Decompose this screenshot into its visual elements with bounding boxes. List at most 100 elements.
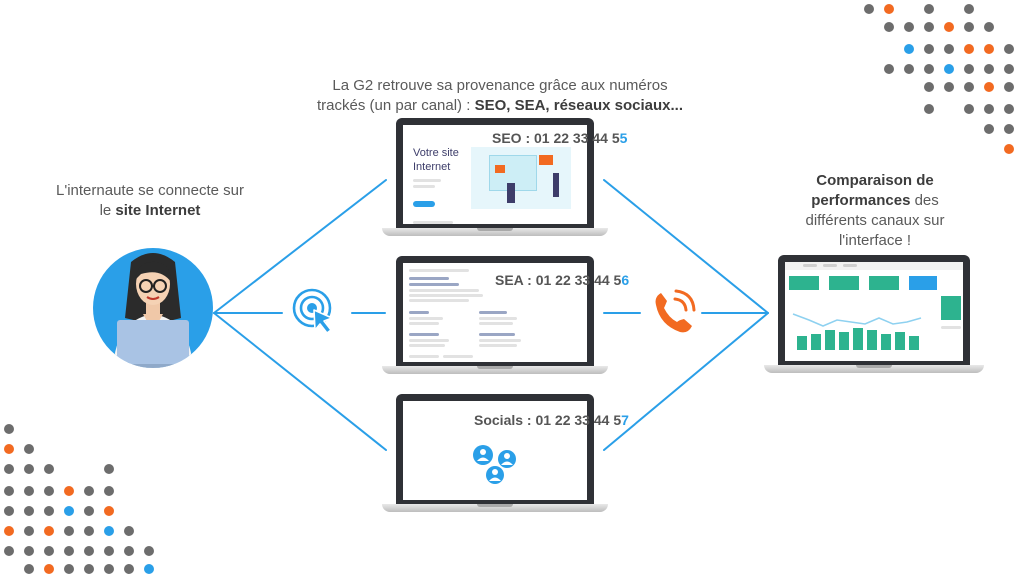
- decorative-dot: [124, 526, 134, 536]
- decorative-dot: [44, 564, 54, 574]
- decorative-dot: [4, 526, 14, 536]
- seo-screen: Votre site Internet: [403, 125, 587, 224]
- decorative-dot: [4, 424, 14, 434]
- decorative-dot: [124, 564, 134, 574]
- decorative-dot: [24, 444, 34, 454]
- decorative-dot: [884, 4, 894, 14]
- decorative-dot: [44, 526, 54, 536]
- decorative-dot: [64, 506, 74, 516]
- decorative-dot: [924, 104, 934, 114]
- decorative-dot: [984, 44, 994, 54]
- line-left-bottom: [213, 312, 387, 451]
- decorative-dot: [864, 4, 874, 14]
- phone-ringing-icon: [655, 289, 696, 333]
- decorative-dot: [84, 506, 94, 516]
- decorative-dot: [964, 82, 974, 92]
- line-right-bottom: [603, 312, 769, 451]
- decorative-dot: [104, 506, 114, 516]
- sea-screen: [403, 263, 587, 362]
- decorative-dot: [944, 64, 954, 74]
- decorative-dot: [144, 564, 154, 574]
- decorative-dot: [84, 564, 94, 574]
- laptop-seo: Votre site Internet: [382, 118, 608, 238]
- decorative-dot: [924, 22, 934, 32]
- decorative-dot: [104, 564, 114, 574]
- decorative-dot: [24, 464, 34, 474]
- decorative-dot: [944, 22, 954, 32]
- decorative-dot: [984, 104, 994, 114]
- decorative-dot: [64, 486, 74, 496]
- decorative-dot: [64, 526, 74, 536]
- decorative-dot: [84, 486, 94, 496]
- decorative-dot: [44, 546, 54, 556]
- decorative-dot: [984, 64, 994, 74]
- line-right-top: [603, 179, 769, 314]
- decorative-dot: [84, 546, 94, 556]
- decorative-dot: [64, 546, 74, 556]
- decorative-dot: [904, 44, 914, 54]
- decorative-dot: [1004, 144, 1014, 154]
- decorative-dot: [964, 4, 974, 14]
- user-avatar: [93, 248, 213, 368]
- decorative-dot: [964, 44, 974, 54]
- decorative-dot: [24, 564, 34, 574]
- sea-number: SEA : 01 22 33 44 56: [495, 272, 630, 288]
- decorative-dot: [944, 44, 954, 54]
- decorative-dot: [924, 64, 934, 74]
- decorative-dot: [1004, 82, 1014, 92]
- seo-screen-title: Votre site: [413, 147, 459, 159]
- decorative-dot: [4, 464, 14, 474]
- decorative-dot: [924, 82, 934, 92]
- decorative-dot: [964, 104, 974, 114]
- decorative-dot: [104, 486, 114, 496]
- decorative-dot: [4, 546, 14, 556]
- decorative-dot: [24, 526, 34, 536]
- decorative-dot: [44, 506, 54, 516]
- decorative-dot: [4, 444, 14, 454]
- decorative-dot: [64, 564, 74, 574]
- decorative-dot: [1004, 64, 1014, 74]
- pointer-click-icon: [292, 288, 333, 334]
- header-caption: La G2 retrouve sa provenance grâce aux n…: [316, 77, 683, 114]
- socials-number: Socials : 01 22 33 44 57: [474, 412, 629, 428]
- decorative-dot: [904, 22, 914, 32]
- seo-number: SEO : 01 22 33 44 55: [492, 130, 628, 146]
- decorative-dot: [904, 64, 914, 74]
- laptop-dashboard: [764, 255, 984, 375]
- laptop-sea: [382, 256, 608, 376]
- decorative-dot: [24, 486, 34, 496]
- decorative-dot: [4, 486, 14, 496]
- line-left-top: [213, 179, 387, 314]
- decorative-dot: [144, 546, 154, 556]
- dashboard-screen: [785, 262, 963, 361]
- decorative-dot: [104, 464, 114, 474]
- decorative-dot: [884, 22, 894, 32]
- dashboard-chart: [792, 313, 922, 350]
- social-people-icon: [473, 445, 516, 484]
- decorative-dot: [884, 64, 894, 74]
- decorative-dot: [984, 124, 994, 134]
- decorative-dot: [984, 82, 994, 92]
- decorative-dot: [984, 22, 994, 32]
- decorative-dot: [44, 464, 54, 474]
- decorative-dot: [964, 64, 974, 74]
- decorative-dot: [24, 506, 34, 516]
- laptop-socials: [382, 394, 608, 514]
- decorative-dot: [104, 546, 114, 556]
- left-caption: L'internaute se connecte sur le site Int…: [56, 182, 244, 219]
- decorative-dot: [124, 546, 134, 556]
- socials-screen: [403, 401, 587, 500]
- decorative-dot: [44, 486, 54, 496]
- decorative-dot: [1004, 124, 1014, 134]
- decorative-dot: [24, 546, 34, 556]
- decorative-dot: [4, 506, 14, 516]
- decorative-dot: [924, 44, 934, 54]
- decorative-dot: [1004, 104, 1014, 114]
- decorative-dot: [924, 4, 934, 14]
- decorative-dot: [964, 22, 974, 32]
- decorative-dot: [84, 526, 94, 536]
- decorative-dot: [1004, 44, 1014, 54]
- decorative-dot: [104, 526, 114, 536]
